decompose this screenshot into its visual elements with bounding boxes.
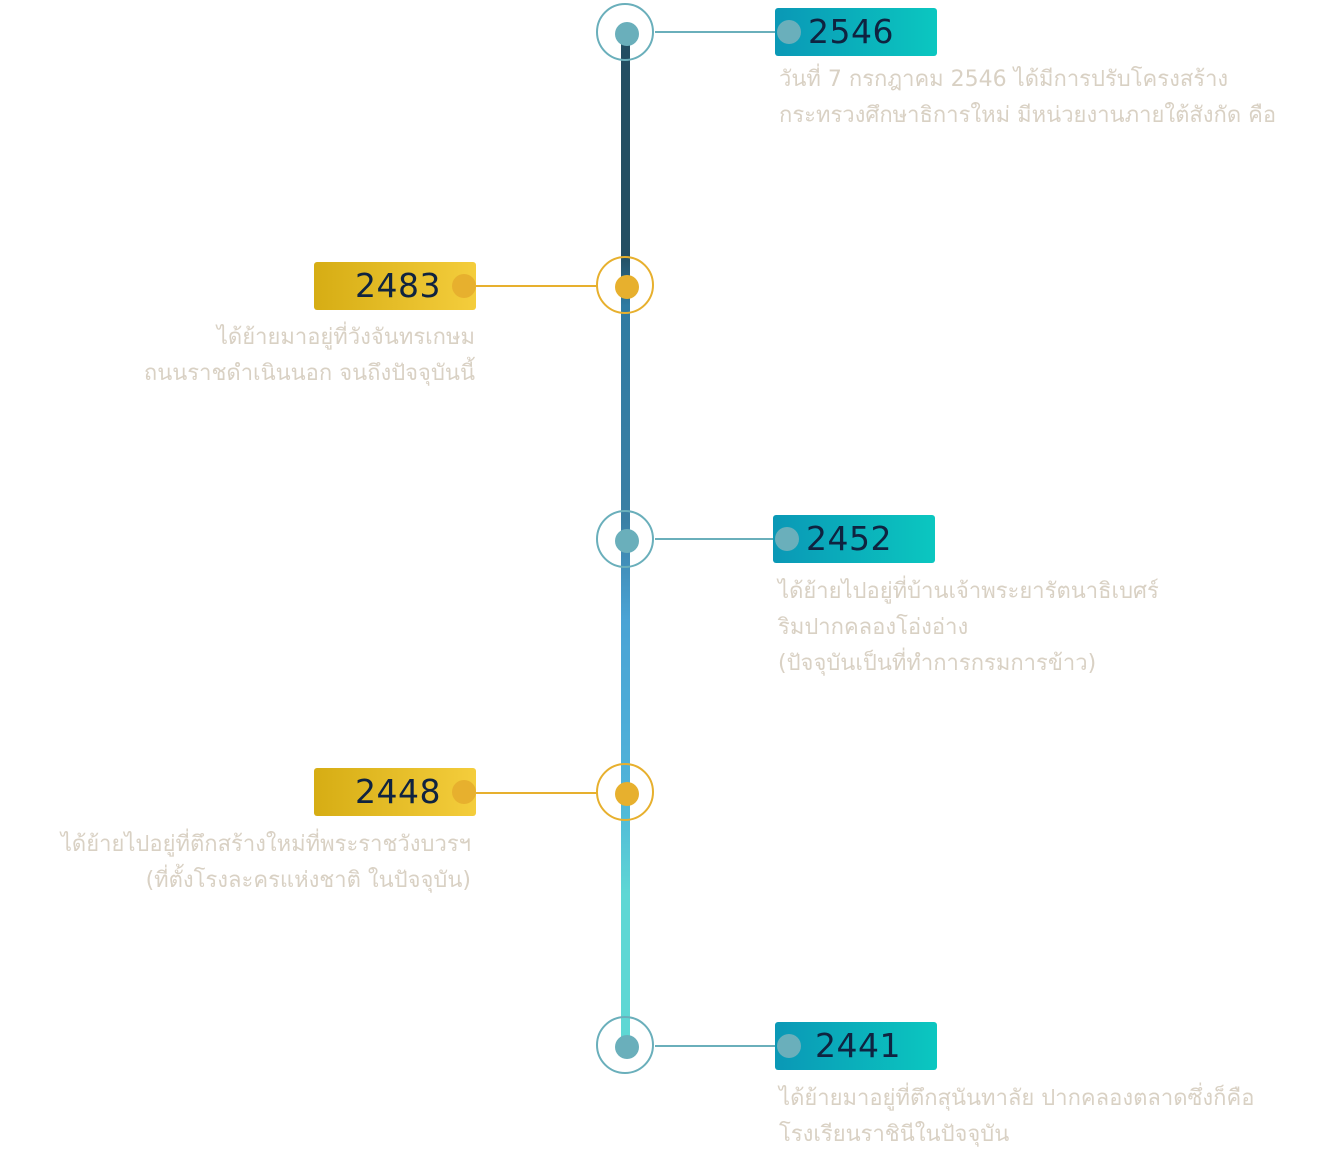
connector-line (655, 31, 777, 33)
node-dot (615, 529, 639, 553)
description-line: (ที่ตั้งโรงละครแห่งชาติ ในปัจจุบัน) (145, 868, 471, 893)
event-description: ได้ย้ายไปอยู่ที่ตึกสร้างใหม่ที่พระราชวัง… (61, 827, 471, 899)
description-line: โรงเรียนราชินีในปัจจุบัน (779, 1122, 1010, 1147)
badge-dot (777, 20, 801, 44)
event-description: วันที่ 7 กรกฎาคม 2546 ได้มีการปรับโครงสร… (779, 62, 1276, 134)
description-line: ริมปากคลองโอ่งอ่าง (778, 615, 969, 640)
connector-line (474, 792, 598, 794)
timeline-node (596, 256, 654, 314)
connector-line (655, 1045, 777, 1047)
event-description: ได้ย้ายมาอยู่ที่ตึกสุนันทาลัย ปากคลองตลา… (779, 1081, 1254, 1153)
year-label: 2441 (815, 1026, 901, 1065)
event-description: ได้ย้ายมาอยู่ที่วังจันทรเกษม ถนนราชดำเนิ… (144, 320, 475, 392)
node-dot (615, 275, 639, 299)
description-line: ได้ย้ายมาอยู่ที่วังจันทรเกษม (216, 325, 475, 350)
description-line: ถนนราชดำเนินนอก จนถึงปัจจุบันนี้ (143, 361, 475, 386)
year-badge: 2546 (775, 8, 937, 56)
year-badge: 2483 (314, 262, 476, 310)
year-badge: 2448 (314, 768, 476, 816)
description-line: ได้ย้ายไปอยู่ที่ตึกสร้างใหม่ที่พระราชวัง… (60, 832, 471, 857)
timeline-node (596, 3, 654, 61)
timeline-node (596, 763, 654, 821)
badge-dot (775, 527, 799, 551)
year-label: 2483 (355, 266, 441, 305)
timeline-node (596, 1016, 654, 1074)
node-dot (615, 22, 639, 46)
year-label: 2452 (806, 519, 892, 558)
event-description: ได้ย้ายไปอยู่ที่บ้านเจ้าพระยารัตนาธิเบศร… (778, 574, 1159, 682)
year-badge: 2441 (775, 1022, 937, 1070)
description-line: ได้ย้ายไปอยู่ที่บ้านเจ้าพระยารัตนาธิเบศร… (778, 579, 1159, 604)
description-line: ได้ย้ายมาอยู่ที่ตึกสุนันทาลัย ปากคลองตลา… (779, 1086, 1255, 1111)
timeline-node (596, 510, 654, 568)
description-line: กระทรวงศึกษาธิการใหม่ มีหน่วยงานภายใต้สั… (779, 103, 1277, 128)
description-line: (ปัจจุบันเป็นที่ทำการกรมการข้าว) (778, 651, 1097, 676)
year-label: 2448 (355, 772, 441, 811)
description-line: วันที่ 7 กรกฎาคม 2546 ได้มีการปรับโครงสร… (779, 67, 1229, 92)
badge-dot (452, 274, 476, 298)
connector-line (474, 285, 598, 287)
year-badge: 2452 (773, 515, 935, 563)
badge-dot (452, 780, 476, 804)
year-label: 2546 (808, 12, 894, 51)
node-dot (615, 1035, 639, 1059)
badge-dot (777, 1034, 801, 1058)
connector-line (655, 538, 775, 540)
node-dot (615, 782, 639, 806)
